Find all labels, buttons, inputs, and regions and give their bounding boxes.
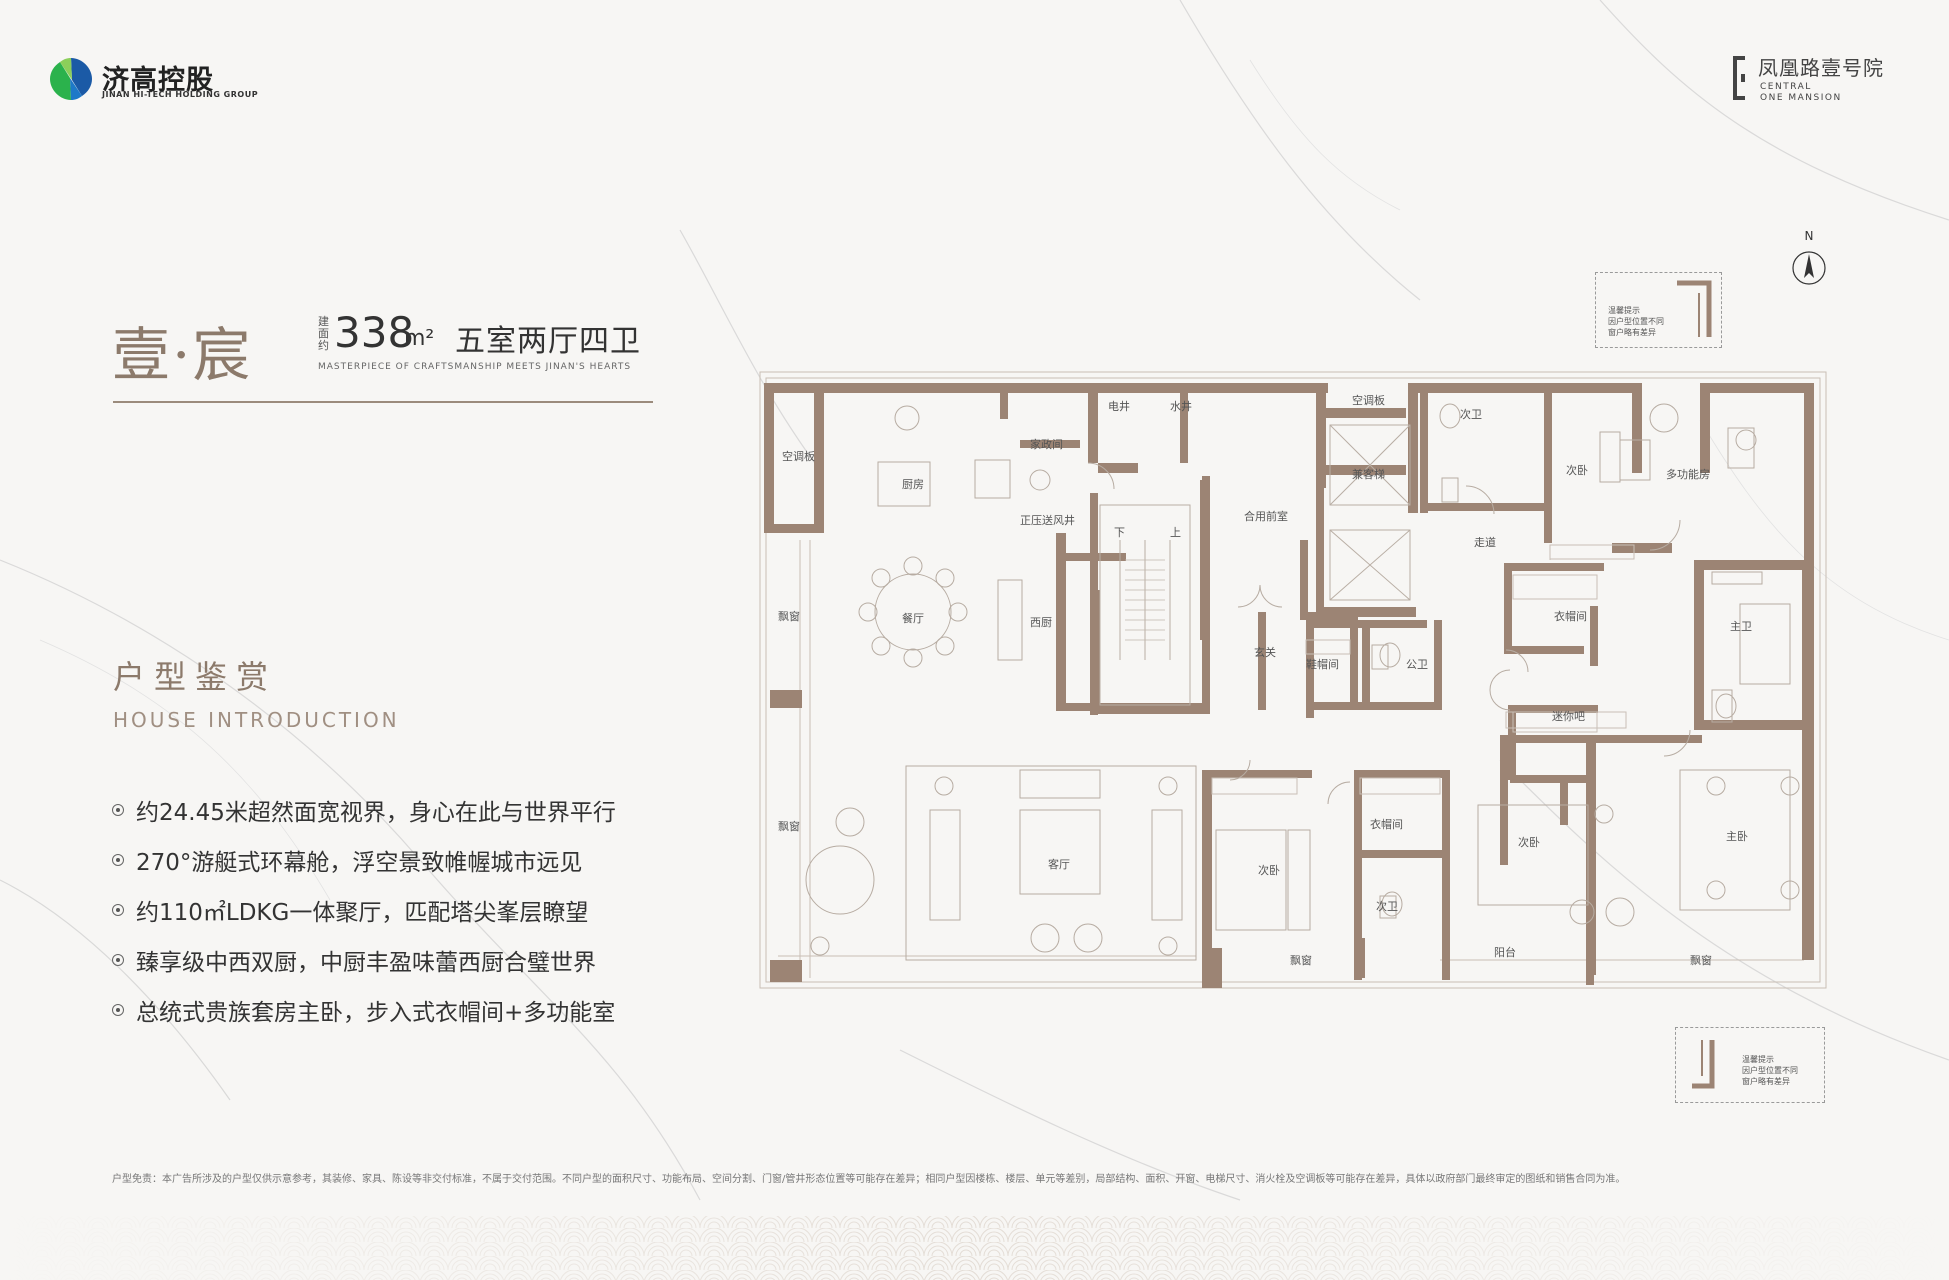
compass-label: N: [1805, 229, 1814, 243]
bullet-icon: [112, 804, 124, 816]
room-label: 阳台: [1494, 945, 1516, 959]
room-label: 上: [1170, 526, 1181, 539]
room-label: 合用前室: [1244, 509, 1288, 523]
room-label: 兼客梯: [1352, 467, 1385, 481]
brand-name: 济高控股: [102, 65, 214, 96]
room-label: 空调板: [1352, 393, 1385, 407]
room-label: 次卧: [1566, 463, 1588, 477]
room-label: 次卫: [1460, 407, 1482, 421]
logo-blue-segment: [71, 58, 92, 96]
feature-item: 约110㎡LDKG一体聚厅，匹配塔尖峯层瞭望: [112, 885, 616, 935]
note-line: 因户型位置不同: [1742, 1066, 1798, 1075]
note-line: 温馨提示: [1742, 1055, 1774, 1064]
window-detail-icon: [1692, 1040, 1715, 1089]
wave-pattern-decoration: [0, 1216, 1949, 1280]
room-label: 下: [1114, 526, 1125, 539]
area-unit: m²: [404, 326, 435, 351]
area-value: 338: [334, 308, 415, 357]
jinan-hitech-logo-icon: [50, 58, 92, 100]
area-prefix: 建面约: [318, 315, 329, 352]
room-label: 飘窗: [778, 819, 800, 833]
logo-green-segment: [50, 62, 71, 100]
room-label: 餐厅: [902, 611, 924, 625]
room-label: 飘窗: [1690, 953, 1712, 967]
window-detail-icon: [1677, 280, 1712, 337]
north-arrow-icon: N: [1792, 229, 1826, 285]
room-label: 次卧: [1518, 835, 1540, 849]
room-label: 走道: [1474, 535, 1496, 549]
room-label: 家政间: [1030, 437, 1063, 451]
bullet-icon: [112, 954, 124, 966]
room-label: 次卫: [1376, 899, 1398, 913]
note-line: 温馨提示: [1608, 306, 1640, 315]
walls: [764, 383, 1814, 988]
room-label: 衣帽间: [1370, 817, 1403, 831]
room-label: 飘窗: [1290, 953, 1312, 967]
layout-description: 五室两厅四卫: [455, 324, 641, 359]
room-label: 多功能房: [1666, 467, 1710, 481]
feature-item: 总统式贵族套房主卧，步入式衣帽间+多功能室: [112, 985, 616, 1035]
section-title: 户型鉴赏: [113, 658, 278, 696]
project-name-english-line2: ONE MANSION: [1760, 93, 1842, 103]
room-label: 主卧: [1726, 830, 1748, 843]
bullet-icon: [112, 1004, 124, 1016]
note-line: 窗户略有差异: [1608, 328, 1656, 337]
window-note-top: 温馨提示 因户型位置不同 窗户略有差异: [1595, 272, 1722, 348]
room-label: 主卫: [1730, 620, 1752, 633]
bullet-icon: [112, 904, 124, 916]
room-label: 玄关: [1254, 645, 1276, 659]
feature-item: 270°游艇式环幕舱，浮空景致帷幄城市远见: [112, 835, 616, 885]
disclaimer: 户型免责：本广告所涉及的户型仅供示意参考，其装修、家具、陈设等非交付标准，不属于…: [112, 1174, 1626, 1185]
feature-list: 约24.45米超然面宽视界，身心在此与世界平行 270°游艇式环幕舱，浮空景致帷…: [112, 785, 616, 1035]
window-note-bottom: 温馨提示 因户型位置不同 窗户略有差异: [1675, 1027, 1825, 1103]
room-label: 次卧: [1258, 863, 1280, 877]
unit-name: 壹·宸: [112, 321, 253, 389]
bullet-icon: [112, 854, 124, 866]
room-label: 厨房: [902, 478, 924, 491]
section-title-english: HOUSE INTRODUCTION: [113, 708, 400, 732]
room-label: 鞋帽间: [1306, 657, 1339, 671]
project-name: 凤凰路壹号院: [1758, 56, 1884, 80]
note-line: 窗户略有差异: [1742, 1077, 1790, 1086]
room-label: 公卫: [1406, 658, 1428, 671]
room-label: 西厨: [1030, 616, 1052, 629]
room-label: 水井: [1170, 399, 1192, 413]
room-label: 正压送风井: [1020, 513, 1075, 527]
feature-item: 臻享级中西双厨，中厨丰盈味蕾西厨合璧世界: [112, 935, 616, 985]
room-label: 电井: [1108, 399, 1130, 413]
room-label: 衣帽间: [1554, 609, 1587, 623]
brand-name-english: JINAN HI-TECH HOLDING GROUP: [102, 90, 259, 99]
floor-plan: 空调板 厨房 家政间 电井 水井 正压送风井 下 上 合用前室 空调板 兼客梯 …: [759, 371, 1827, 989]
room-label: 客厅: [1048, 857, 1070, 871]
unit-tagline: MASTERPIECE OF CRAFTSMANSHIP MEETS JINAN…: [318, 362, 632, 372]
room-label: 迷你吧: [1552, 710, 1585, 723]
project-name-english-line1: CENTRAL: [1760, 82, 1812, 92]
room-label: 飘窗: [778, 609, 800, 623]
project-logo-icon: [1733, 56, 1745, 100]
feature-item: 约24.45米超然面宽视界，身心在此与世界平行: [112, 785, 616, 835]
room-label: 空调板: [782, 449, 815, 463]
note-line: 因户型位置不同: [1608, 317, 1664, 326]
heading-divider: [113, 401, 653, 403]
